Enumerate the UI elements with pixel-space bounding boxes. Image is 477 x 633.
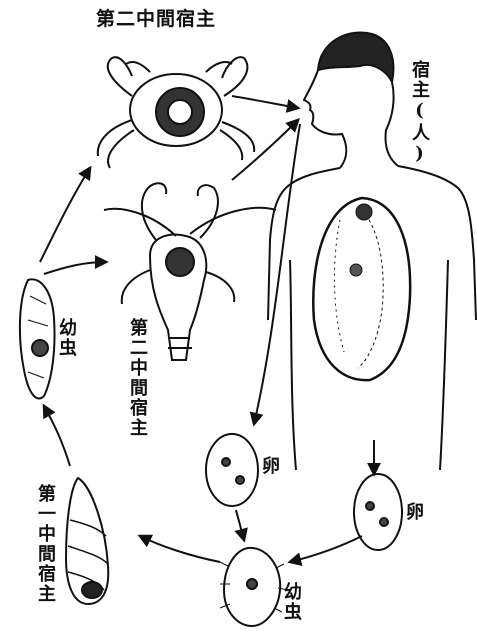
human-left-shoulder xyxy=(268,168,340,320)
arrow-crab-to-human xyxy=(232,96,298,108)
arrow-larva-to-snail xyxy=(140,536,220,562)
human-torso-right xyxy=(440,260,448,470)
arrow-snail-to-larva xyxy=(44,406,70,466)
arrow-human-to-egg xyxy=(254,124,300,424)
crab-illustration xyxy=(98,57,254,168)
arrow-egg-to-larva xyxy=(236,510,244,540)
host-human-label: 宿主(人) xyxy=(410,60,428,166)
first-intermediate-host-label: 第一中間宿主 xyxy=(36,484,54,604)
human-hair xyxy=(318,33,393,83)
adult-fluke xyxy=(313,198,410,380)
egg-right-label: 卵 xyxy=(406,504,424,522)
larva-bottom xyxy=(220,548,288,626)
larva-upper-left xyxy=(20,279,55,398)
larva-bottom-label: 幼虫 xyxy=(282,582,300,622)
arrow-larva-to-crayfish xyxy=(44,262,106,274)
snail-illustration xyxy=(66,478,108,604)
second-intermediate-host-side-label: 第二中間宿主 xyxy=(128,318,146,438)
human-head-back xyxy=(386,82,399,166)
human-torso-left xyxy=(290,260,296,470)
arrow-larva-to-crab xyxy=(40,168,90,262)
egg-center-label: 卵 xyxy=(262,458,280,476)
arrow-egg2-to-larva xyxy=(290,536,362,562)
egg-center xyxy=(206,434,258,506)
larva-upper-label: 幼虫 xyxy=(57,318,75,358)
second-intermediate-host-title: 第二中間宿主 xyxy=(96,10,216,29)
human-host-figure xyxy=(268,33,476,471)
human-face xyxy=(304,70,346,168)
adult-fluke-outline xyxy=(313,198,410,380)
egg-right xyxy=(354,474,402,550)
arrow-crayfish-to-human xyxy=(232,120,298,180)
crayfish-cyst xyxy=(166,248,194,276)
